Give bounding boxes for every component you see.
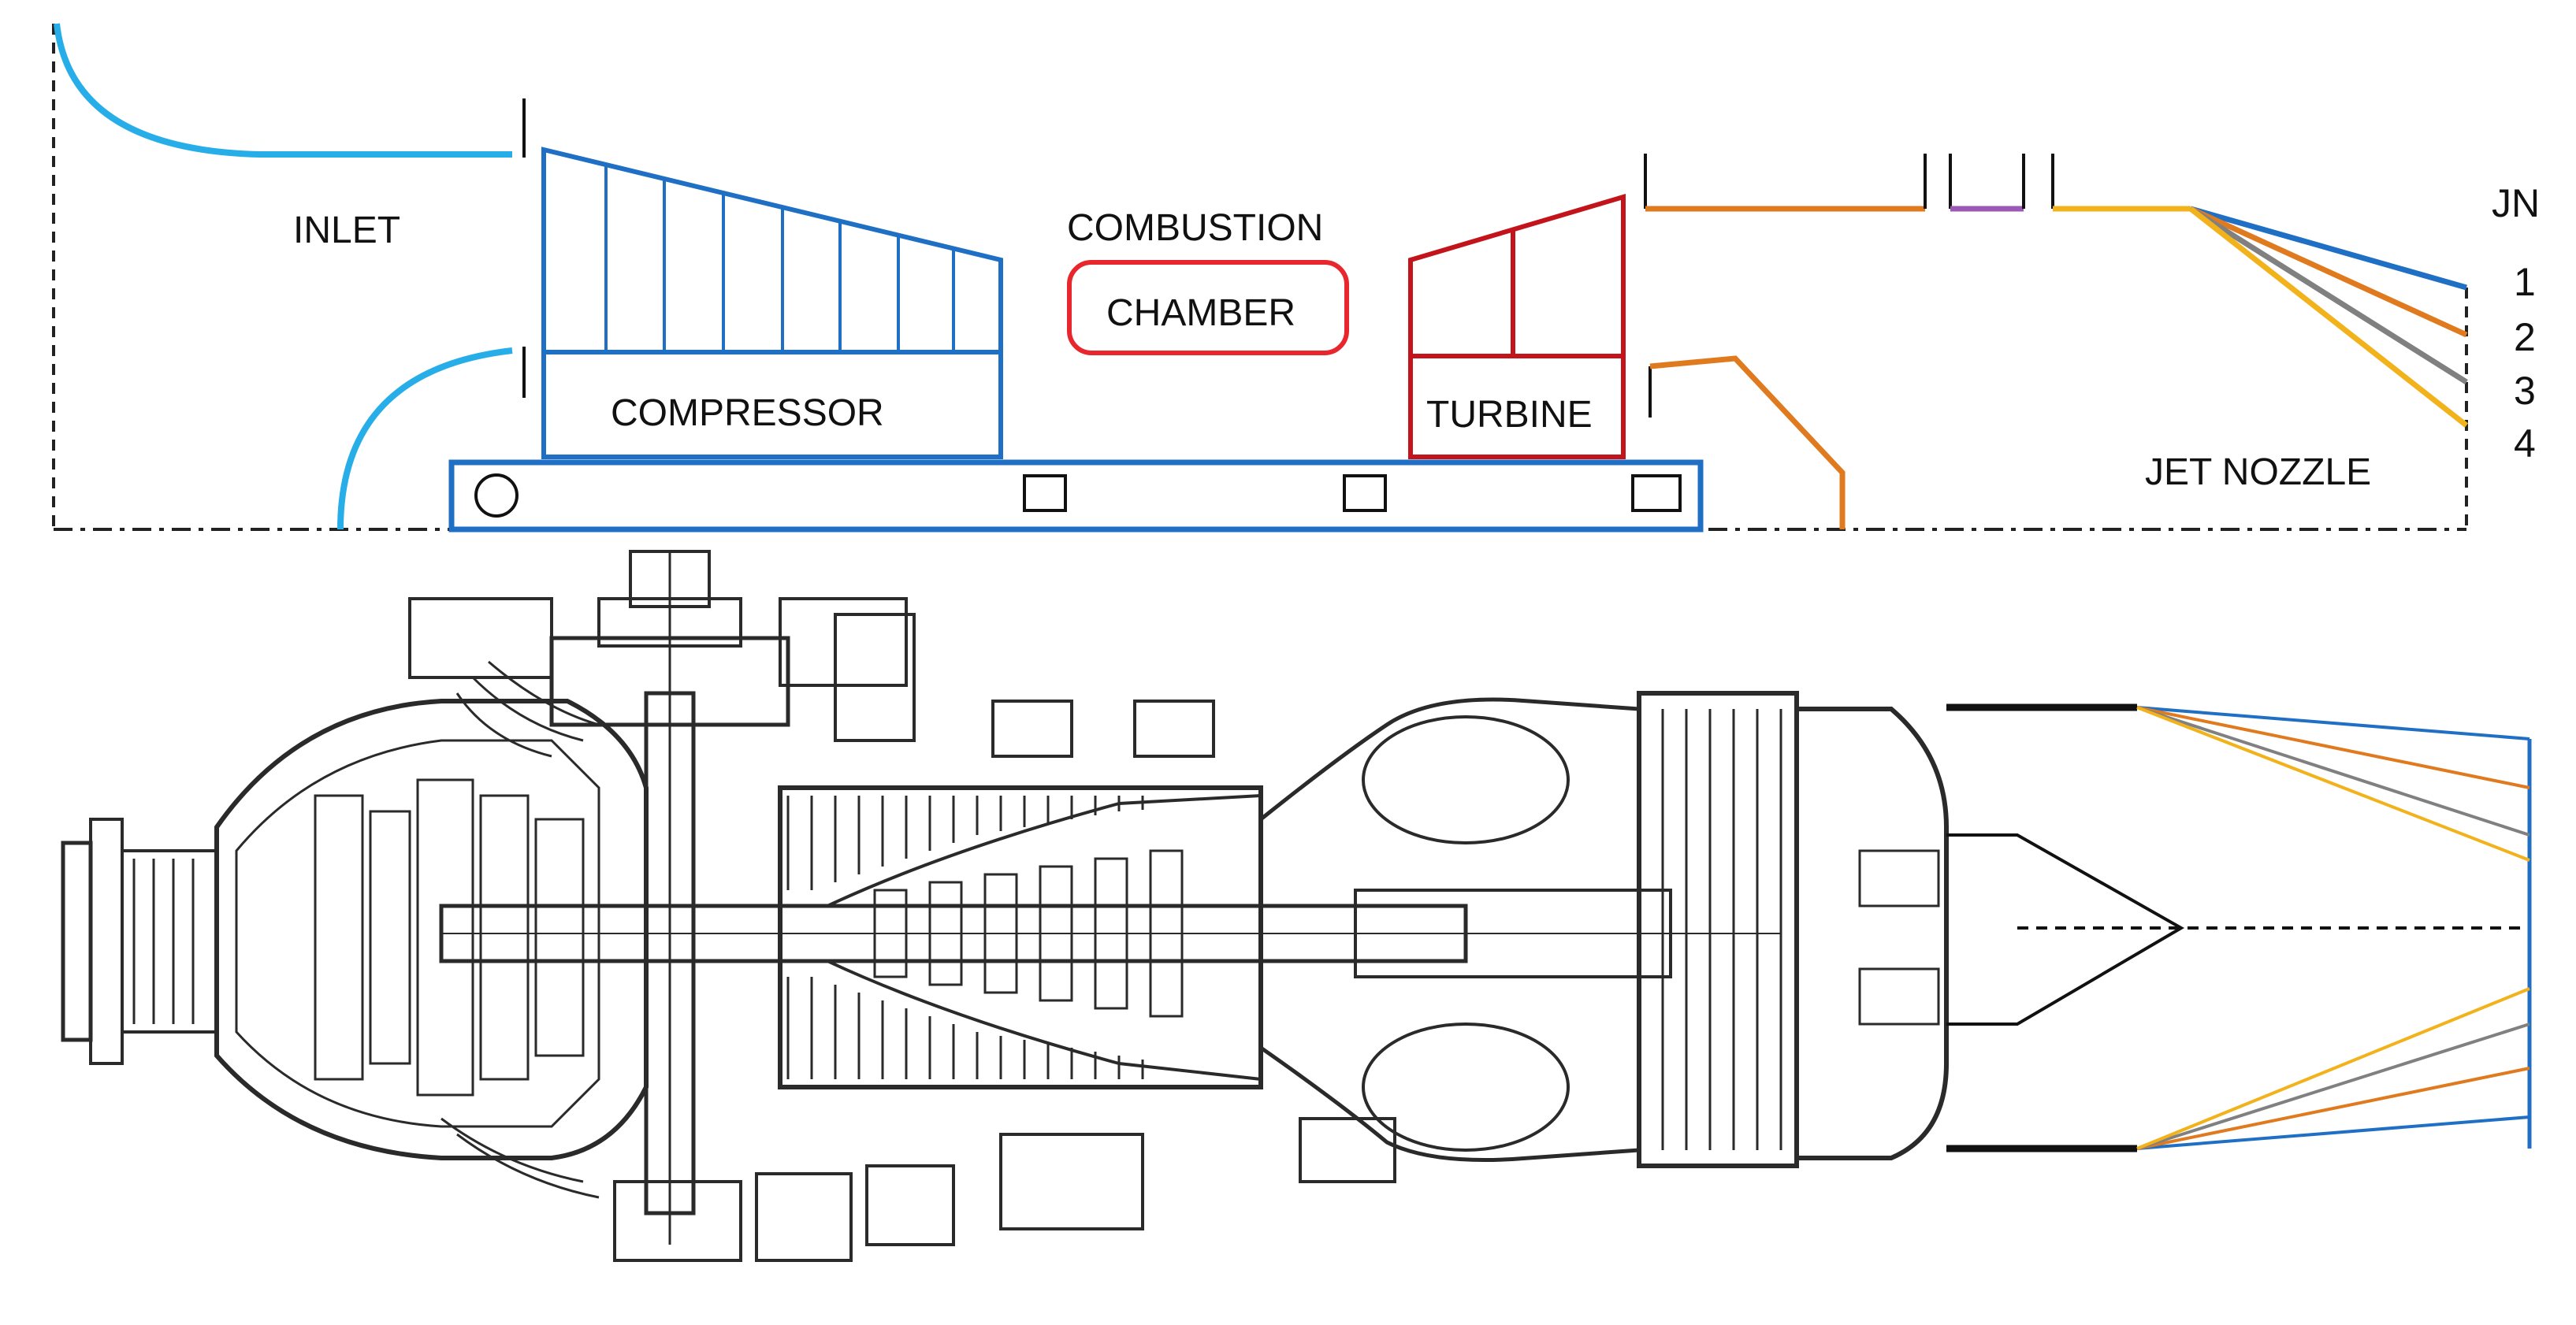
duct-a-bottom <box>1649 355 1846 529</box>
compressor-stage-lines <box>604 165 955 352</box>
compressor-blades-top <box>786 796 1144 890</box>
jn-number-2: 2 <box>2514 315 2536 359</box>
compressor-label: COMPRESSOR <box>611 392 884 434</box>
overlay-line-2-top <box>2136 706 2530 789</box>
turbine-label: TURBINE <box>1426 394 1593 436</box>
shaft-section <box>448 459 1704 533</box>
inlet-outer-lip <box>54 23 512 158</box>
nozzle-line-4 <box>2188 206 2469 428</box>
jet-nozzle-overlay <box>1946 703 2532 1152</box>
bearing-circle <box>474 473 519 518</box>
engine-cross-section-drawing <box>61 550 2185 1262</box>
exhaust-cone <box>1946 833 2185 1026</box>
compressor-blades-bottom <box>786 977 1144 1079</box>
nozzle-line-2 <box>2189 206 2468 338</box>
jn-number-1: 1 <box>2514 260 2536 304</box>
turbine-section <box>1408 193 1626 459</box>
bearing-square-1 <box>1023 474 1067 512</box>
nozzle-line-3 <box>2189 206 2468 384</box>
inlet-label: INLET <box>293 210 400 251</box>
jn-number-4: 4 <box>2514 421 2536 466</box>
inlet-inner-lip <box>337 347 513 530</box>
compressor-casing <box>778 785 1263 1089</box>
overlay-line-3-bottom <box>2136 1023 2530 1150</box>
bearing-square-3 <box>1631 474 1682 512</box>
combustion-label: COMBUSTION <box>1067 207 1323 249</box>
top-gearbox <box>549 636 790 727</box>
combustor-top <box>1259 697 1640 821</box>
front-flange <box>61 841 93 1042</box>
compressor-section <box>541 147 1003 459</box>
overlay-line-1-bottom <box>2136 1115 2530 1150</box>
overlay-line-4-bottom <box>2136 987 2530 1150</box>
combustor-liner-bottom <box>1362 1023 1570 1152</box>
nozzle-line-1 <box>2190 206 2467 291</box>
chamber-label: CHAMBER <box>1106 292 1295 334</box>
exhaust-collector <box>1794 707 1949 1160</box>
combustion-chamber-box <box>1067 260 1349 355</box>
overlay-line-2-bottom <box>2136 1067 2530 1150</box>
shaft-box <box>448 459 1704 533</box>
combustor-liner-top <box>1362 715 1570 844</box>
turbine-outline <box>1408 193 1626 459</box>
engine-schematic: INLET COMPRESSOR COMBUSTION CHAMBER <box>52 23 2540 533</box>
combustor-bottom <box>1259 1045 1640 1162</box>
jn-number-3: 3 <box>2514 369 2536 413</box>
jet-nozzle-label: JET NOZZLE <box>2145 451 2371 493</box>
jn-label: JN <box>2492 181 2540 225</box>
bearing-square-2 <box>1343 474 1387 512</box>
overlay-line-1-top <box>2136 706 2530 740</box>
exhaust-duct-section <box>1644 154 2191 529</box>
nozzle-variants <box>2188 206 2469 428</box>
overlay-line-4-top <box>2136 706 2530 862</box>
overlay-line-3-top <box>2136 706 2530 837</box>
